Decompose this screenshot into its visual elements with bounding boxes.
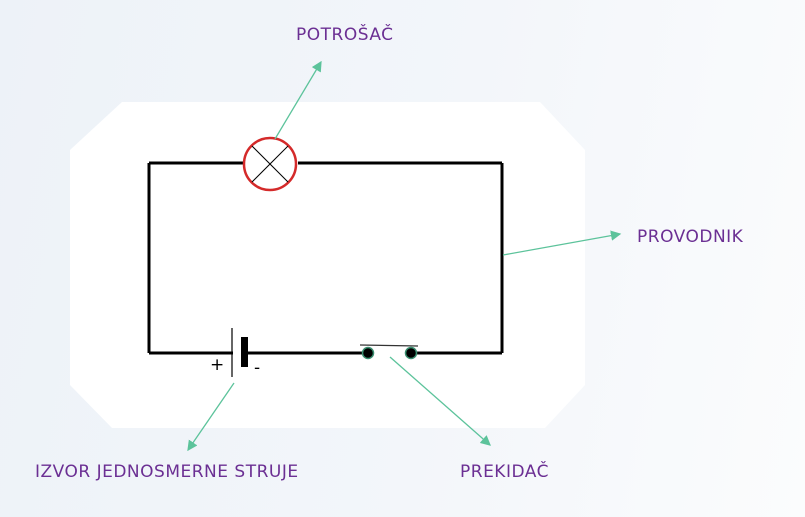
switch-symbol bbox=[359, 344, 419, 360]
arrow-source bbox=[187, 382, 235, 452]
lamp-symbol bbox=[242, 136, 298, 192]
arrow-conductor bbox=[502, 230, 622, 256]
arrow-load bbox=[274, 60, 322, 140]
wires bbox=[147, 161, 504, 355]
label-load: POTROŠAČ bbox=[296, 25, 394, 45]
label-source: IZVOR JEDNOSMERNE STRUJE bbox=[35, 462, 299, 482]
pointer-arrows bbox=[187, 60, 622, 452]
minus-sign: - bbox=[254, 358, 261, 378]
battery-symbol bbox=[231, 328, 248, 377]
label-conductor: PROVODNIK bbox=[637, 227, 744, 247]
arrow-switch bbox=[389, 356, 491, 446]
white-panel bbox=[70, 102, 585, 428]
label-switch: PREKIDAČ bbox=[460, 462, 549, 482]
plus-sign: + bbox=[210, 355, 225, 375]
